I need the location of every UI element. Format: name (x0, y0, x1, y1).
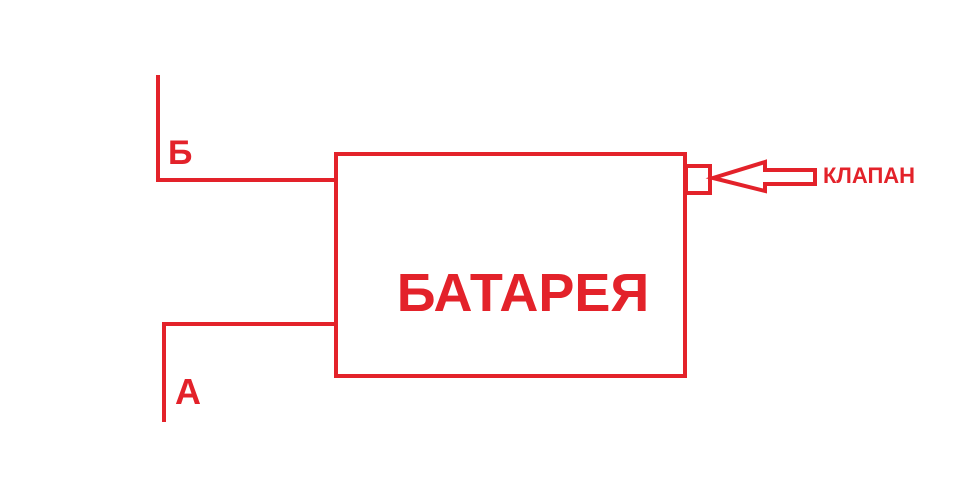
valve-label: КЛАПАН (823, 163, 915, 188)
pipe-a-label: А (175, 371, 201, 412)
battery-box (334, 152, 687, 378)
pipe-b (156, 75, 338, 182)
pipe-b-label: Б (168, 134, 192, 172)
valve-arrow (705, 159, 817, 194)
pipe-a (162, 322, 338, 422)
valve-box (684, 164, 712, 195)
battery-label: БАТАРЕЯ (397, 263, 650, 323)
